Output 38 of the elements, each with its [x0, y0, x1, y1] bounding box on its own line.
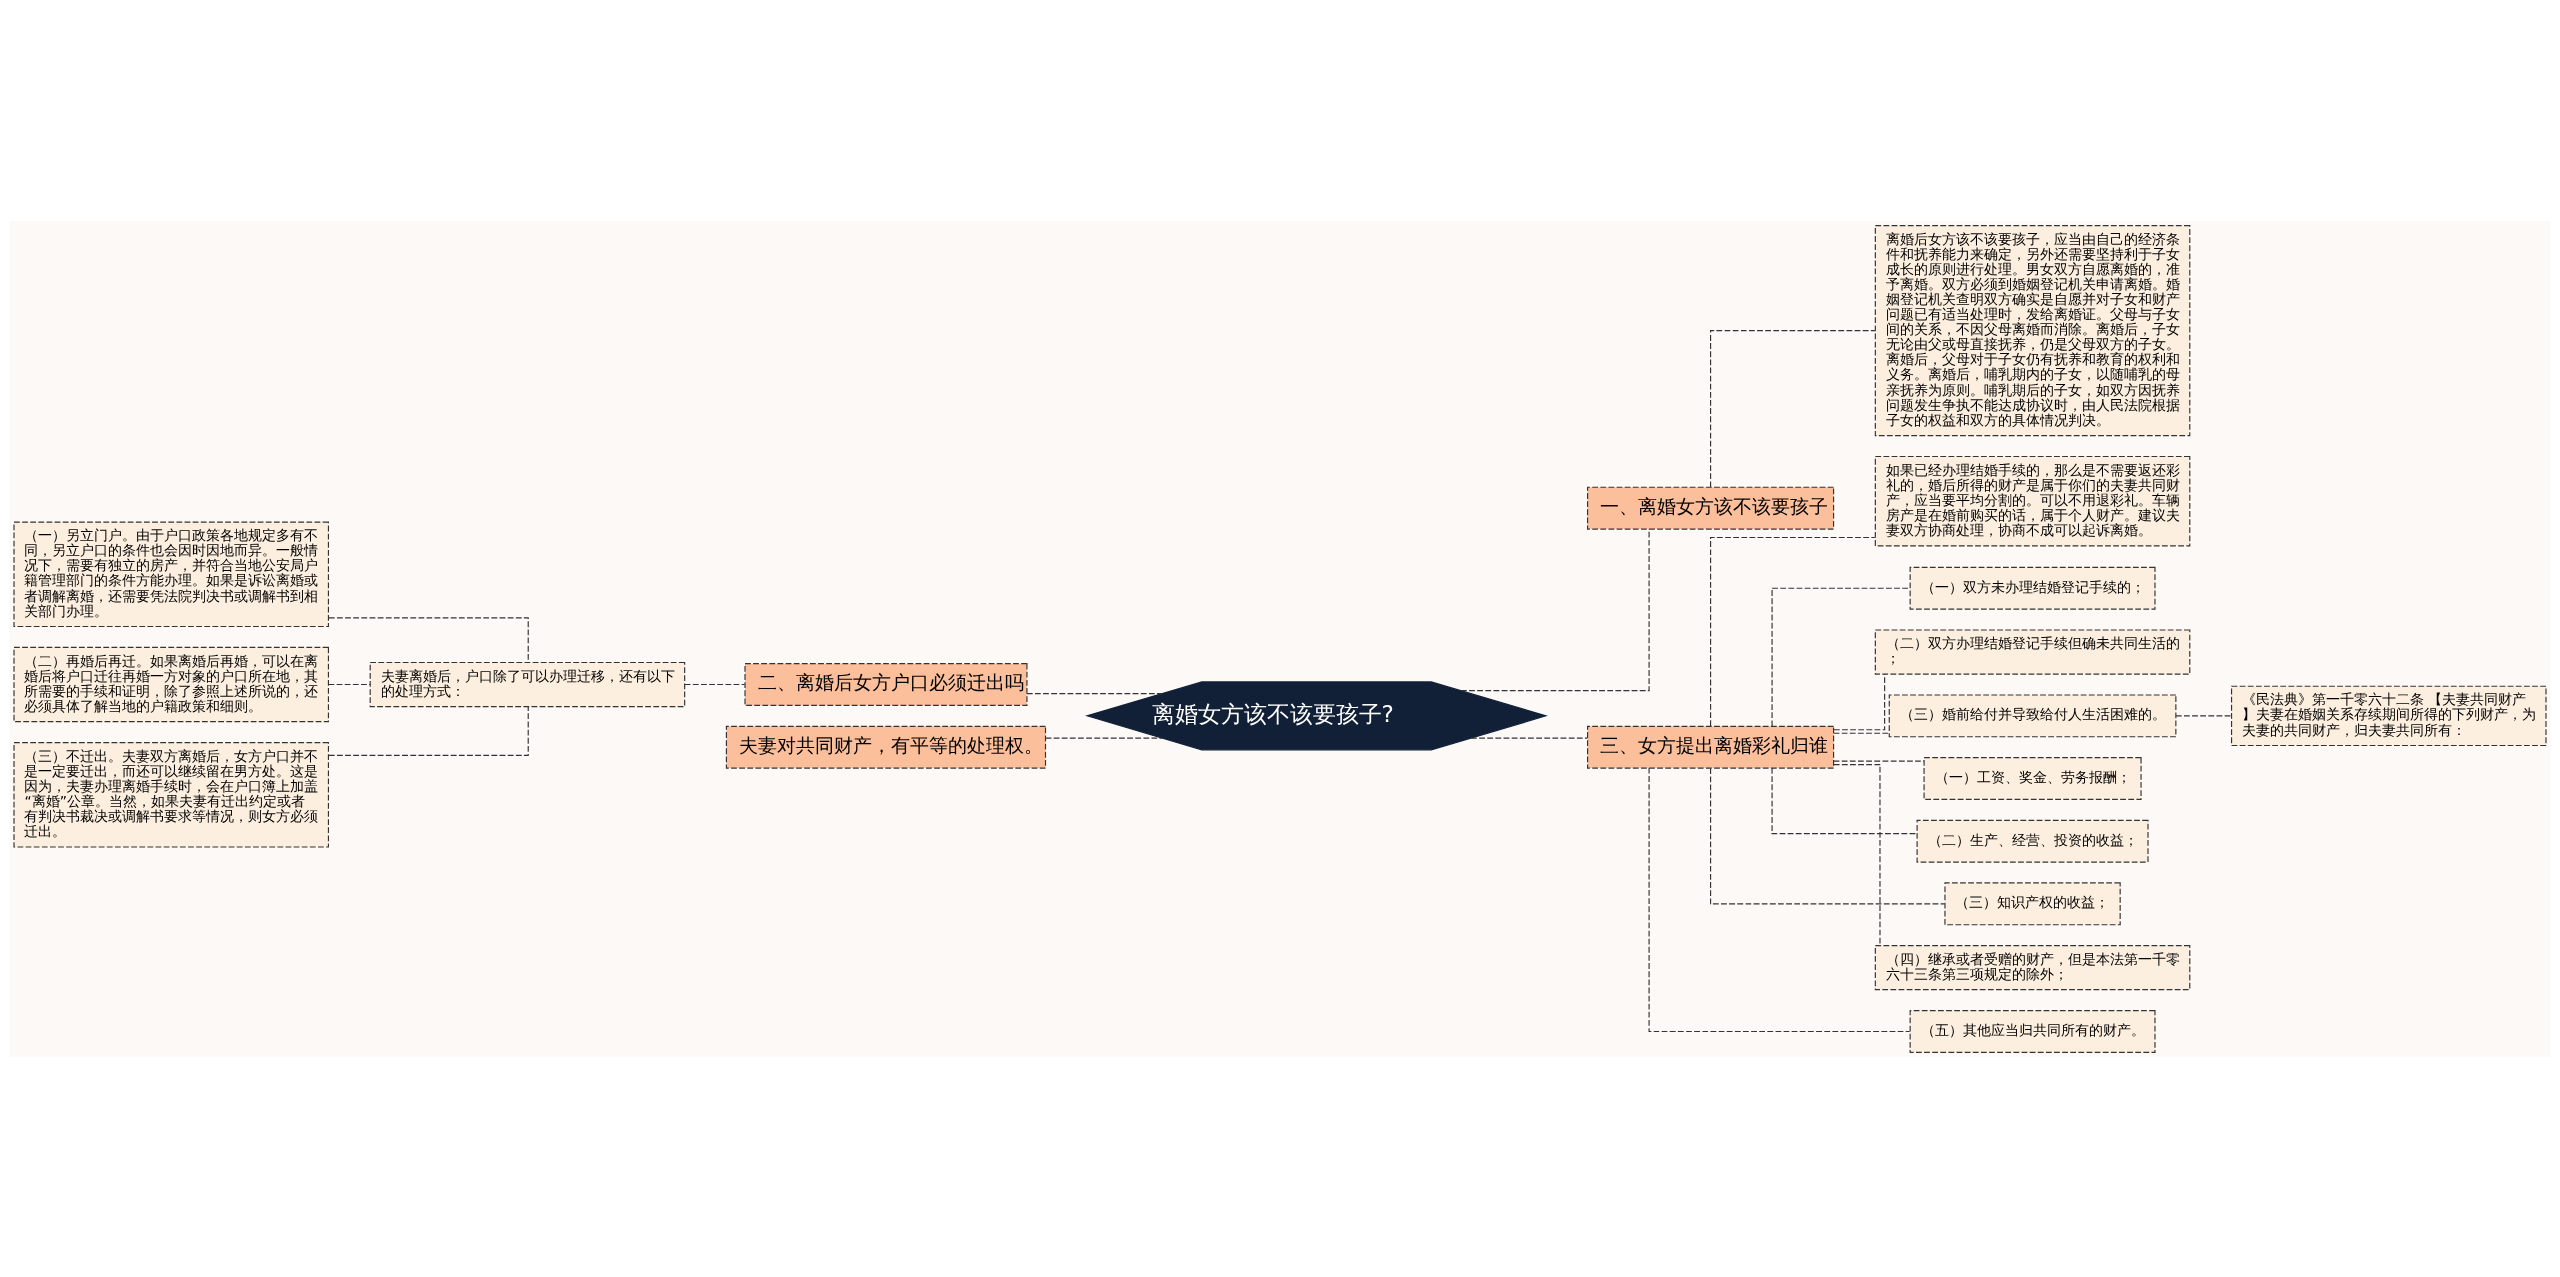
node-box: （一）工资、奖金、劳务报酬； [1923, 756, 2142, 800]
connector [1710, 767, 1946, 904]
connector [1771, 587, 1911, 727]
connector [1045, 737, 1163, 739]
node-box: （三）知识产权的收益； [1944, 881, 2121, 925]
node-box: 《民法典》第一千零六十二条 【夫妻共同财产】夫妻在婚姻关系存续期间所得的下列财产，为夫妻的共同财产，归夫妻共同所有： [2230, 685, 2547, 746]
node-box: 夫妻离婚后，户口除了可以办理迁移，还有以下的处理方式： [369, 661, 686, 707]
node-box: 离婚后女方该不该要孩子，应当由自己的经济条件和抚养能力来确定，另外还需要坚持利于子女成长的原则进行处理。男女双方自愿离婚的，准予离婚。双方必须到婚姻登记机关申请离婚。婚姻登记机关查明双方确实是自愿并对子女和财产问题已有适当处理时，发给离婚证。父母与子女间的关系，不因父母离婚而消除。离婚后，子女无论由父或母直接抚养，仍是父母双方的子女。离婚后，父母对于子女仍有抚养和教育的权利和义务。离婚后，哺乳期内的子女，以随哺乳的母亲抚养为原则。哺乳期后的子女，如双方因抚养问题发生争执不能达成协议时，由人民法院根据子女的权益和双方的具体情况判决。 [1874, 224, 2191, 436]
node-box: （二）生产、经营、投资的收益； [1916, 819, 2149, 863]
connector [327, 683, 371, 685]
connector [1648, 767, 1911, 1032]
node-box: 夫妻对共同财产，有平等的处理权。 [725, 725, 1047, 769]
connector [1710, 329, 1876, 488]
node-box: 一、离婚女方该不该要孩子 [1587, 486, 1835, 530]
connector [1026, 692, 1163, 694]
connector [1771, 767, 1918, 834]
connector [1470, 737, 1589, 739]
connector [1833, 673, 1886, 730]
node-box: （三）婚前给付并导致给付人生活困难的。 [1888, 693, 2177, 737]
node-box: （一）双方未办理结婚登记手续的； [1909, 566, 2156, 610]
node-box: （五）其他应当归共同所有的财产。 [1909, 1009, 2156, 1053]
node-box: （一）另立门户。由于户口政策各地规定多有不同，另立户口的条件也会因时因地而异。一般情况下，需要有独立的房产，并符合当地公安局户籍管理部门的条件方能办理。如果是诉讼离婚或者调解离婚，还需要凭法院判决书或调解书到相关部门办理。 [13, 521, 330, 627]
node-box: （三）不迁出。夫妻双方离婚后，女方户口并不是一定要迁出，而还可以继续留在男方处。这是因为，夫妻办理离婚手续时，会在户口簿上加盖“离婚”公章。当然，如果夫妻有迁出约定或者有判决书裁决或调解书要求等情况，则女方必须迁出。 [13, 741, 330, 848]
node-box: （四）继承或者受赠的财产，但是本法第一千零六十三条第三项规定的除外； [1874, 944, 2191, 990]
connector [1833, 763, 1881, 946]
node-box: 三、女方提出离婚彩礼归谁 [1587, 725, 1835, 769]
node-box: （二）再婚后再迁。如果离婚后再婚，可以在离婚后将户口迁往再婚一方对象的户口所在地，其所需要的手续和证明，除了参照上述所说的，还必须具体了解当地的户籍政策和细则。 [13, 646, 330, 722]
connector [328, 616, 529, 663]
connector [2175, 714, 2232, 716]
connector [684, 683, 746, 685]
node-box: 二、离婚后女方户口必须迁出吗 [744, 662, 1028, 706]
connector [1710, 536, 1876, 726]
node-box: 如果已经办理结婚手续的，那么是不需要返还彩礼的，婚后所得的财产是属于你们的夫妻共同财产，应当要平均分割的。可以不用退彩礼。车辆房产是在婚前购买的话，属于个人财产。建议夫妻双方协商处理，协商不成可以起诉离婚。 [1874, 455, 2191, 546]
connector [1833, 760, 1925, 762]
connector [328, 705, 529, 756]
node-box: （二）双方办理结婚登记手续但确未共同生活的； [1874, 628, 2191, 675]
connector [1460, 528, 1650, 691]
connector [1833, 732, 1890, 734]
